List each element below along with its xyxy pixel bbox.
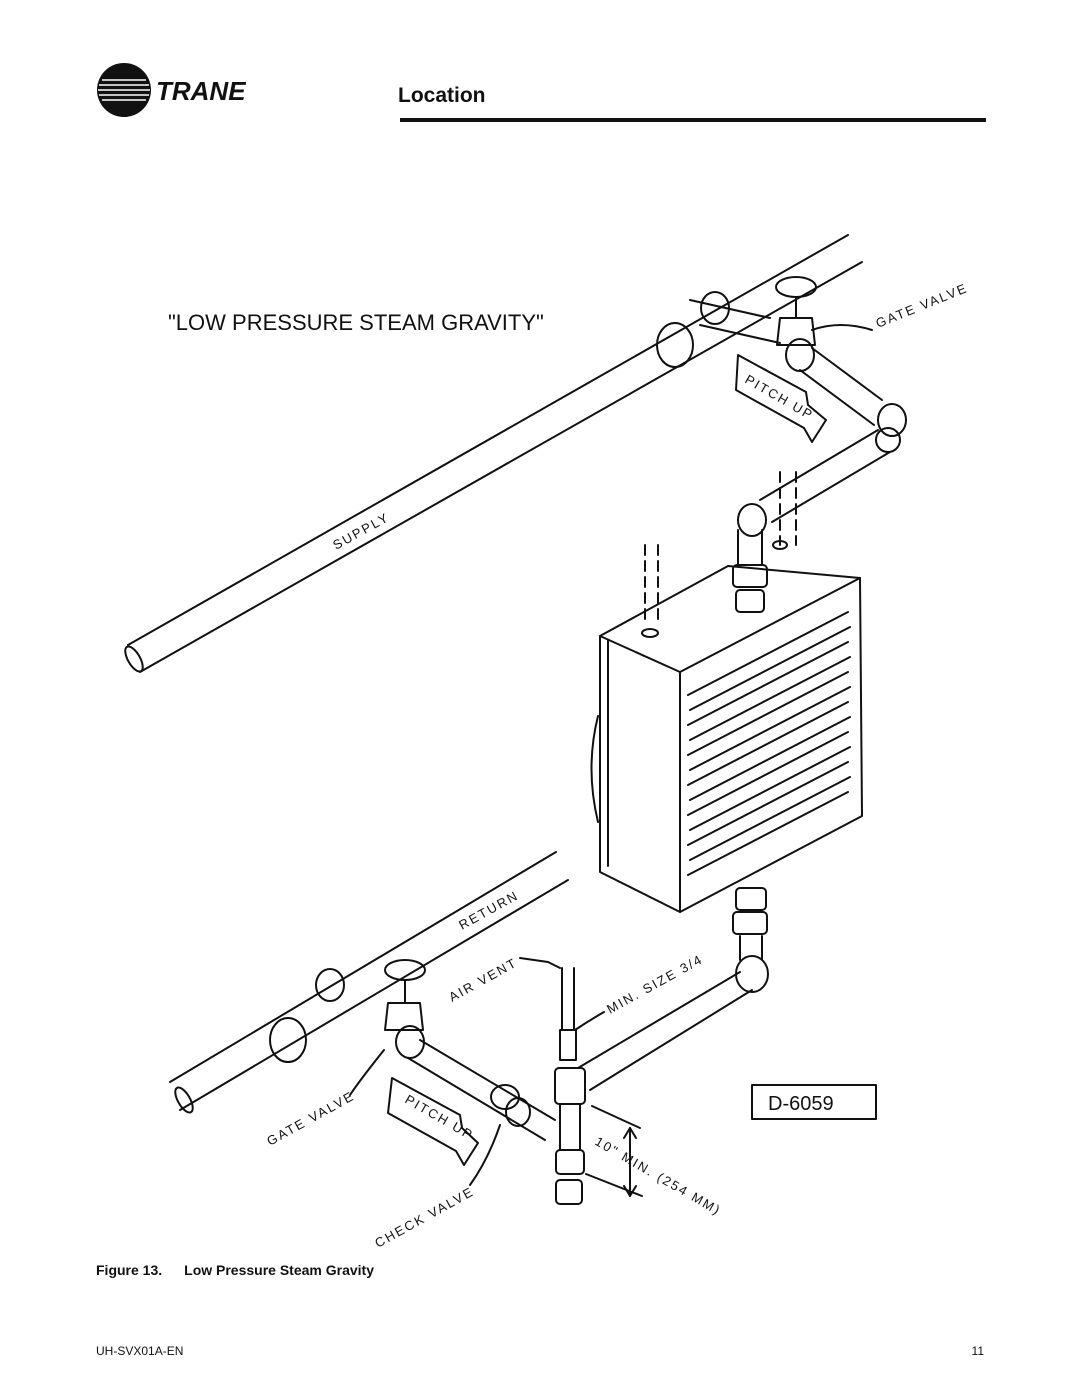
document-id: UH-SVX01A-EN	[96, 1344, 184, 1358]
title-divider	[400, 118, 986, 122]
figure-label: Figure 13.	[96, 1262, 163, 1278]
figure-title: Low Pressure Steam Gravity	[184, 1262, 375, 1278]
diagram-title: "LOW PRESSURE STEAM GRAVITY"	[168, 310, 544, 335]
drawing-id: D-6059	[768, 1093, 834, 1115]
section-title: Location	[398, 84, 486, 107]
page-number: 11	[971, 1344, 984, 1358]
label-gate-valve-top: GATE VALVE	[874, 280, 971, 331]
label-min-size: MIN. SIZE 3/4	[604, 951, 705, 1016]
label-check-valve: CHECK VALVE	[372, 1184, 476, 1251]
figure-caption: Figure 13. Low Pressure Steam Gravity	[96, 1262, 374, 1278]
brand-wordmark: TRANE	[156, 76, 246, 106]
label-air-vent: AIR VENT	[446, 955, 520, 1005]
label-min-drop: 10" MIN. (254 MM)	[593, 1134, 725, 1219]
label-pitch-up-bottom: PITCH UP	[403, 1092, 477, 1143]
trane-logo: TRANE	[96, 62, 266, 118]
label-gate-valve-bottom: GATE VALVE	[264, 1088, 357, 1149]
